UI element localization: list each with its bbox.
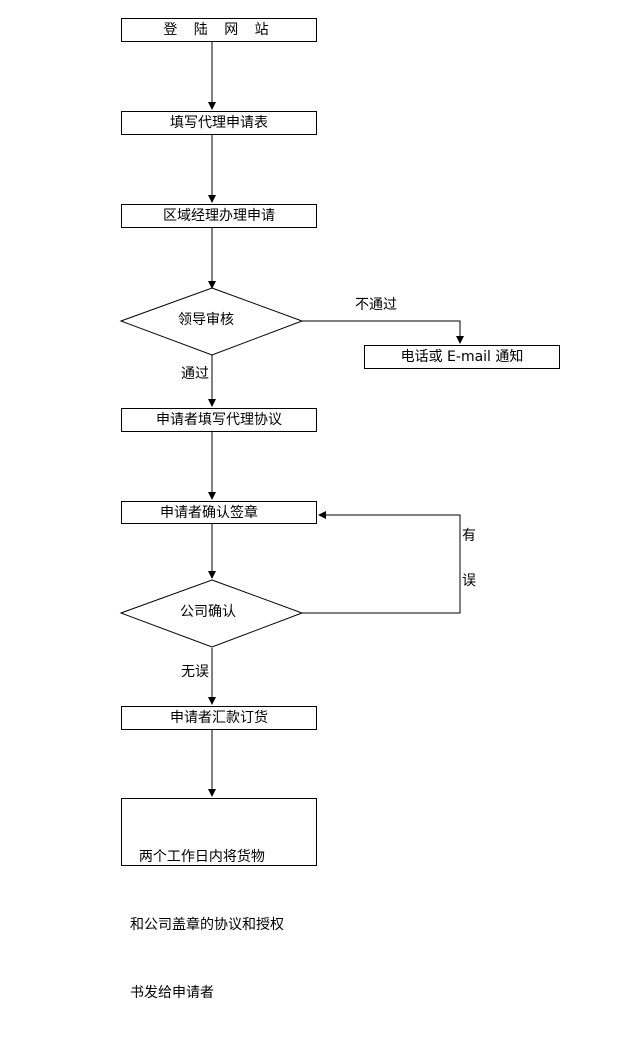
step-final-delivery: 两个工作日内将货物 和公司盖章的协议和授权 书发给申请者: [121, 798, 317, 1001]
final-line-3: 书发给申请者: [130, 985, 214, 1001]
label-error-bottom: 误: [462, 573, 476, 589]
step-remit-order: 申请者汇款订货: [121, 706, 317, 730]
flowchart: 登 陆 网 站 填写代理申请表 区域经理办理申请 领导审核 不通过 电话或 E-…: [119, 18, 560, 1001]
step-fill-agreement-label: 申请者填写代理协议: [156, 412, 282, 428]
final-line-2: 和公司盖章的协议和授权: [130, 917, 284, 933]
step-regional-manager-label: 区域经理办理申请: [163, 208, 275, 224]
decision-leader-review-shape: [119, 287, 304, 356]
label-passed: 通过: [181, 366, 209, 382]
step-confirm-sign-label: 申请者确认签章: [160, 504, 258, 521]
step-confirm-sign: 申请者确认签章: [121, 501, 317, 524]
label-no-error: 无误: [181, 664, 209, 680]
final-line-1: 两个工作日内将货物: [130, 849, 265, 865]
arrow-company-error-loop: [302, 511, 461, 614]
decision-company-confirm-shape: [119, 579, 304, 648]
label-not-passed: 不通过: [355, 297, 397, 313]
step-fill-agreement: 申请者填写代理协议: [121, 408, 317, 432]
step-notify-label: 电话或 E-mail 通知: [400, 349, 524, 365]
step-regional-manager: 区域经理办理申请: [121, 204, 317, 228]
step-login: 登 陆 网 站: [121, 18, 317, 42]
step-fill-form-label: 填写代理申请表: [170, 115, 268, 131]
decision-company-confirm-label: 公司确认: [180, 604, 236, 620]
arrow-review-to-notify: [302, 320, 464, 344]
step-fill-form: 填写代理申请表: [121, 111, 317, 135]
flowchart-connectors: [119, 42, 464, 797]
step-login-label: 登 陆 网 站: [163, 22, 275, 38]
step-notify: 电话或 E-mail 通知: [364, 345, 560, 369]
decision-leader-review-label: 领导审核: [178, 312, 234, 328]
step-remit-order-label: 申请者汇款订货: [170, 710, 268, 726]
label-error-top: 有: [462, 528, 476, 544]
